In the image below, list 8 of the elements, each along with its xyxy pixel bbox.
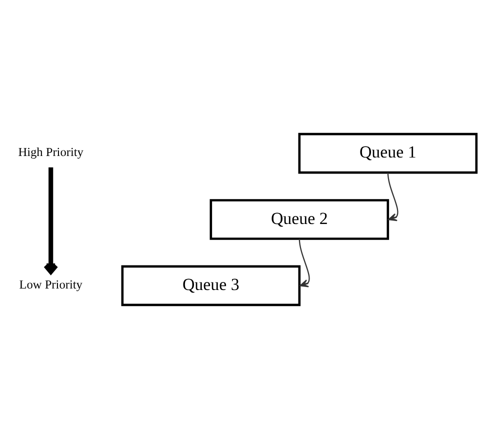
arrow	[43, 167, 58, 274]
arrow	[298, 238, 310, 288]
arrow	[387, 172, 398, 222]
node-box: Queue 1	[298, 132, 478, 174]
node-text: Low Priority	[19, 278, 82, 292]
node-text: High Priority	[18, 145, 84, 160]
node-box: Queue 2	[210, 199, 390, 240]
node-box: Queue 3	[121, 265, 301, 306]
